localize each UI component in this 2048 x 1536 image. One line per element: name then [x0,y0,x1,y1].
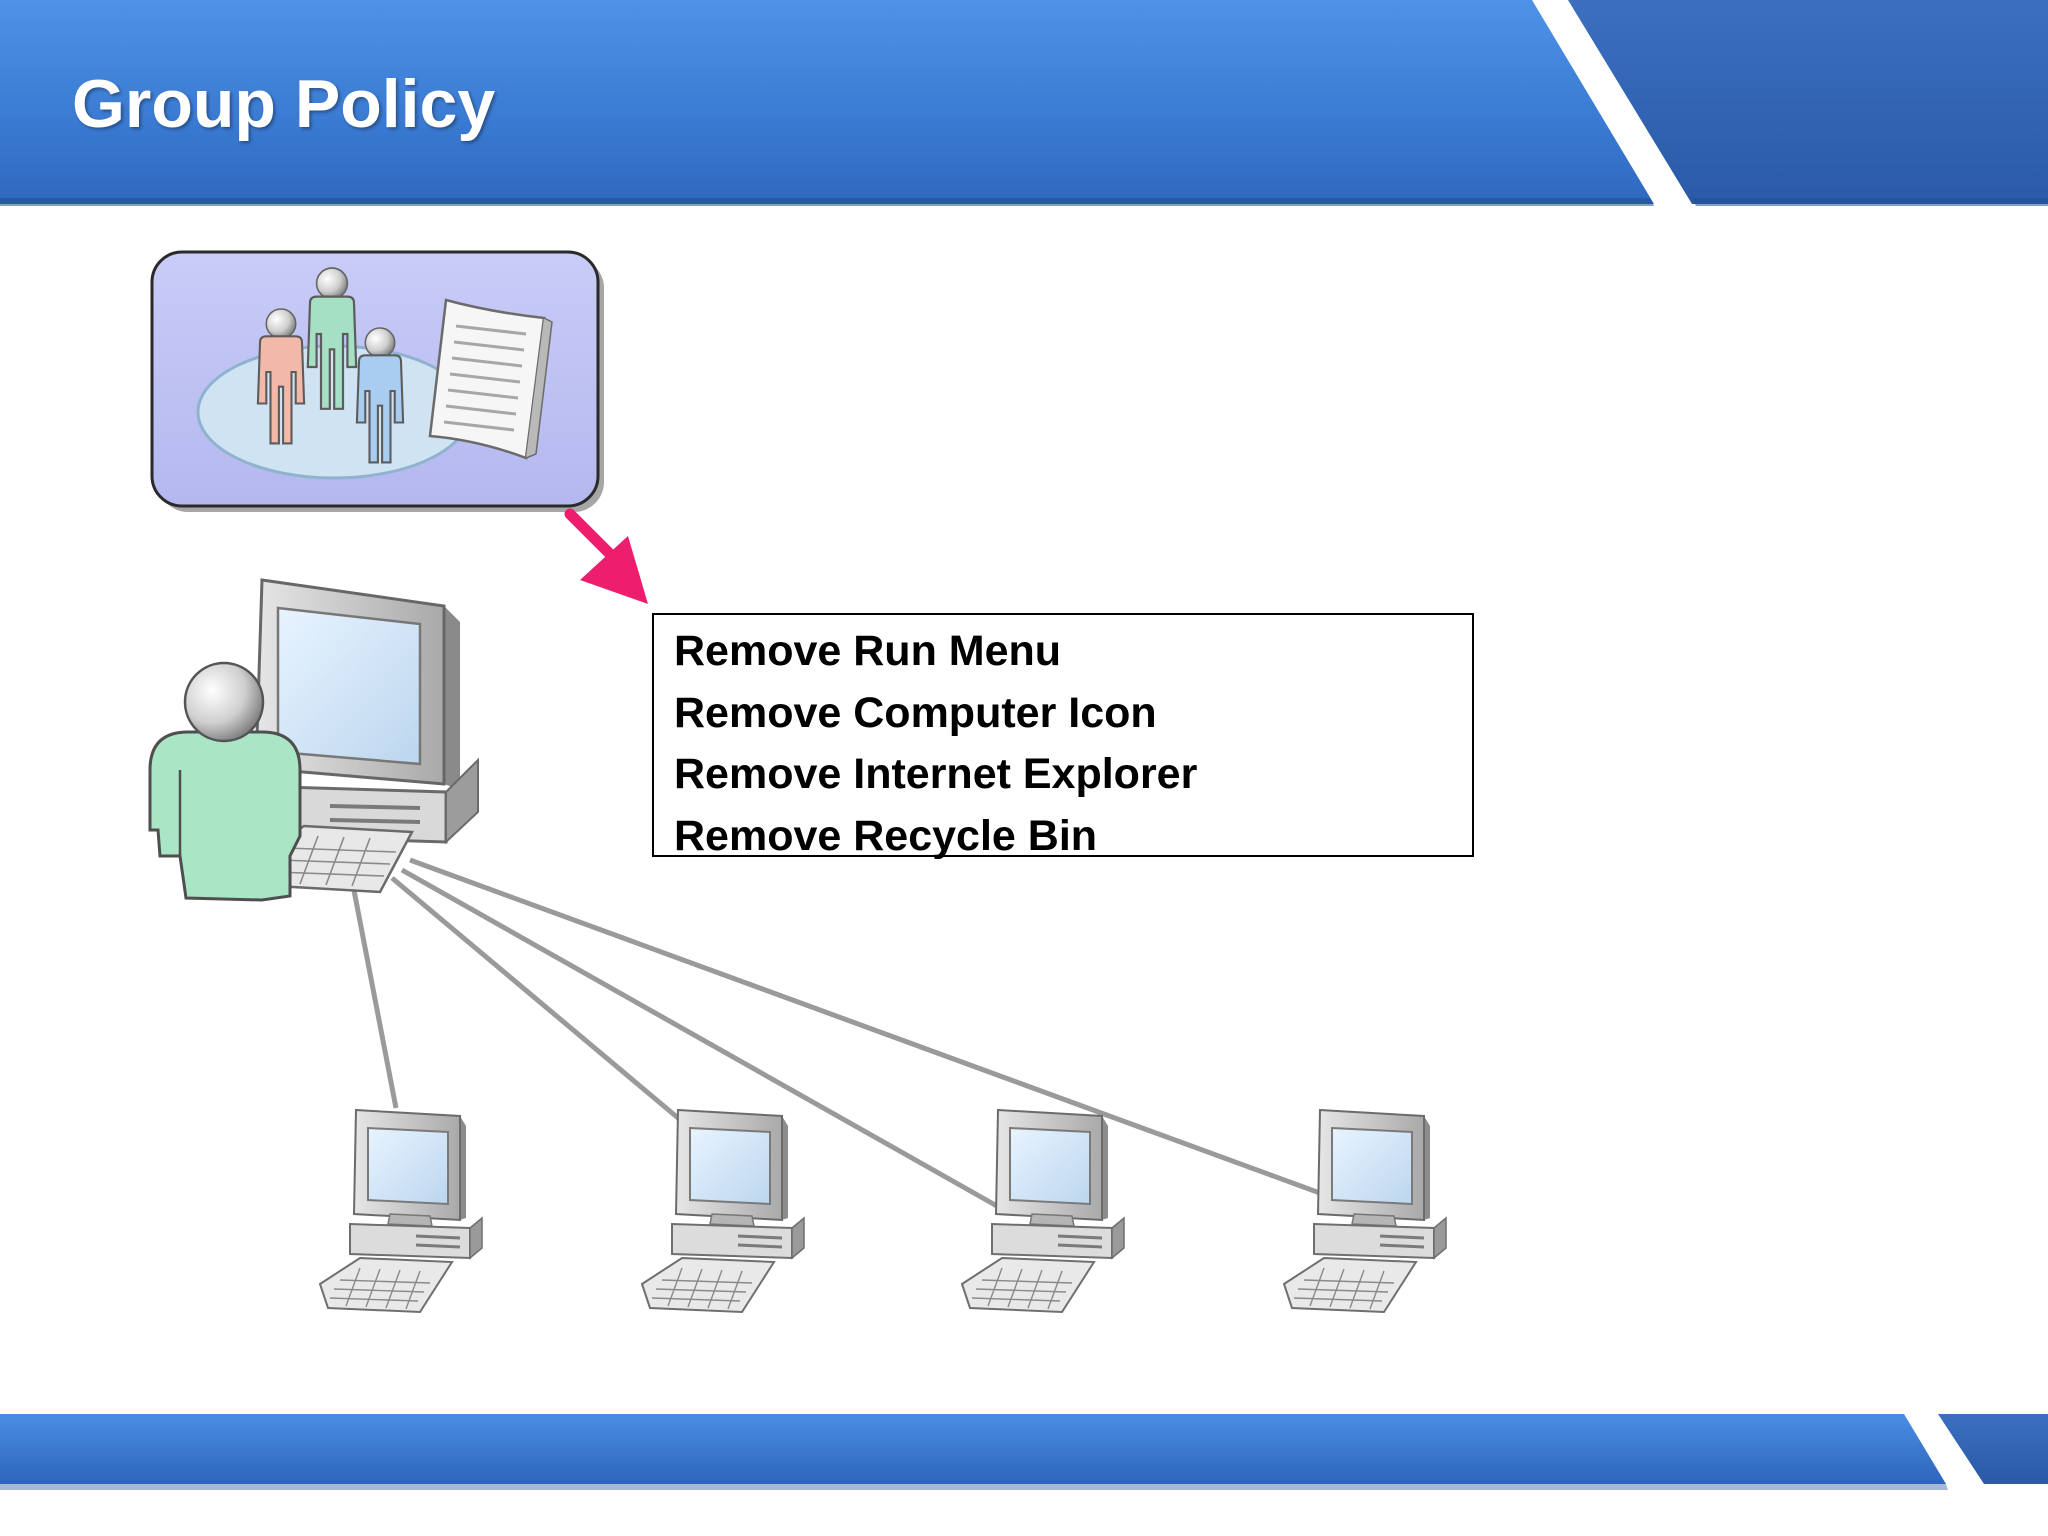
client-computer-icon [318,1108,484,1314]
group-policy-object-icon [150,250,604,512]
footer-banner [0,1414,2048,1490]
policy-settings-box: Remove Run Menu Remove Computer Icon Rem… [652,613,1474,860]
server-with-admin-icon [148,578,479,902]
client-computer-icon [640,1108,806,1314]
administrator-icon [148,661,302,902]
policy-setting-item: Remove Run Menu [674,627,1062,675]
network-connectors [349,857,1329,1213]
policy-setting-item: Remove Computer Icon [674,688,1157,737]
policy-setting-item: Remove Recycle Bin [674,811,1098,860]
policy-setting-item: Remove Internet Explorer [674,750,1198,798]
client-computer-icon [1282,1108,1448,1314]
client-computer-icon [960,1108,1126,1314]
slide-title: Group Policy [72,66,496,142]
policy-document-icon [428,298,553,460]
apply-policy-arrow [564,508,648,604]
header-banner [0,0,2048,206]
